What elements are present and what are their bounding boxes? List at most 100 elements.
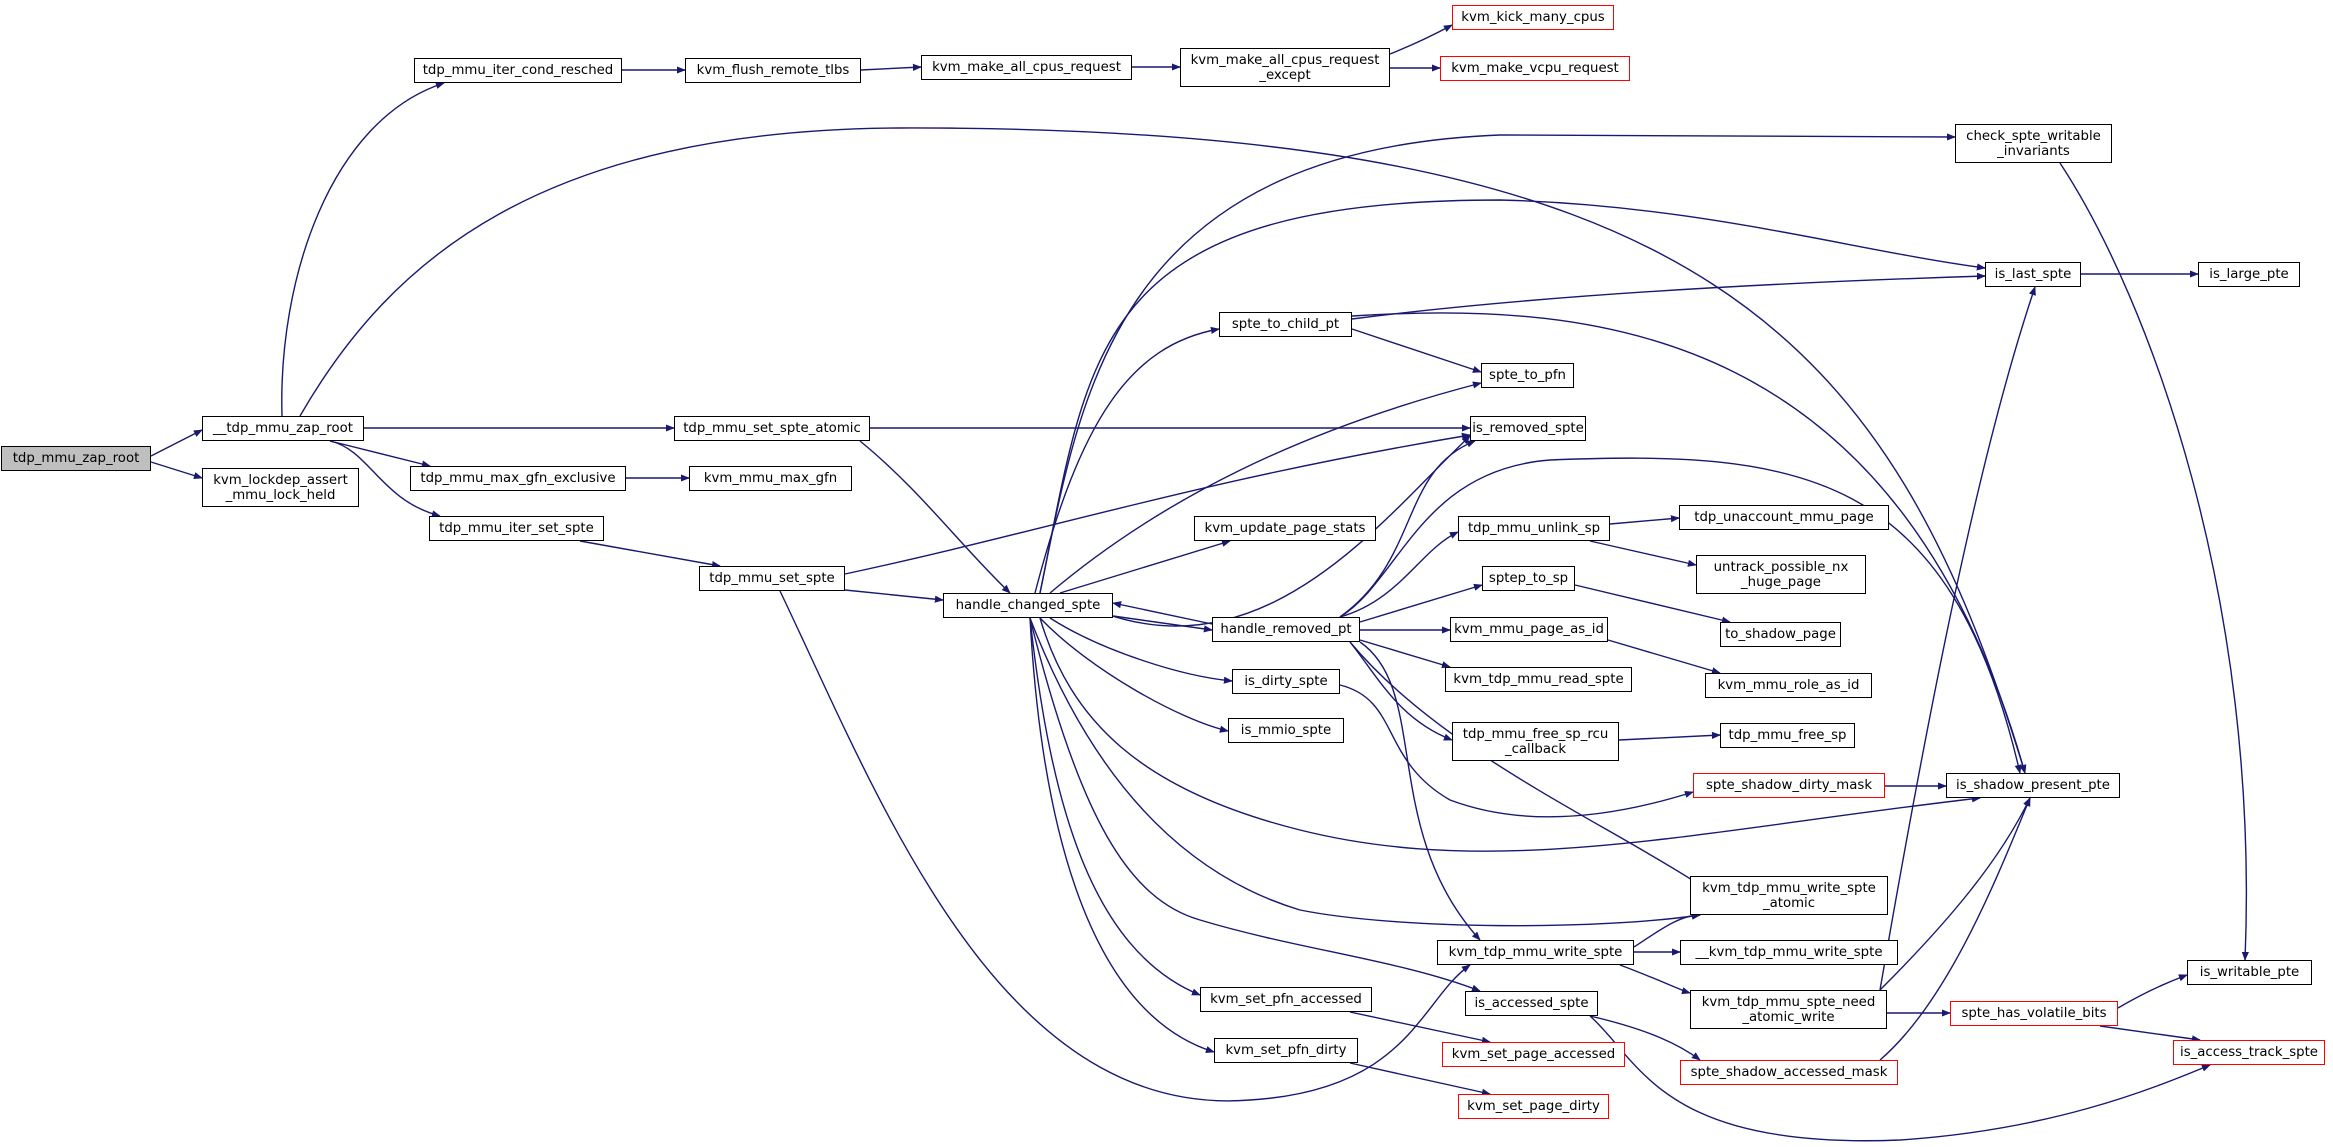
node-handle-removed-pt[interactable]: handle_removed_pt [1212,617,1360,642]
edge-n24-to-n37 [1029,617,1701,927]
node-spte-to-pfn[interactable]: spte_to_pfn [1481,363,1574,388]
edge-n23-to-n38 [779,590,1471,1102]
edge-n24-to-n12 [1034,326,1220,594]
edge-n14-to-n24 [859,440,1011,594]
node-tdp-mmu-unlink-sp[interactable]: tdp_mmu_unlink_sp [1458,516,1610,541]
edge-n27-to-n33 [1349,641,1453,741]
node-tdp-mmu-iter-cond-resched[interactable]: tdp_mmu_iter_cond_resched [414,58,622,83]
node-tdp-mmu-zap-root-internal[interactable]: __tdp_mmu_zap_root [202,416,364,441]
edge-n23-to-n24 [844,589,944,603]
node-is-dirty-spte[interactable]: is_dirty_spte [1232,669,1340,694]
edge-n24-to-n32 [1039,617,1229,733]
node-kvm-mmu-max-gfn[interactable]: kvm_mmu_max_gfn [689,466,852,491]
node-tdp-mmu-free-sp[interactable]: tdp_mmu_free_sp [1720,723,1855,748]
edge-n48-to-n36 [1879,797,2031,1061]
node-to-shadow-page[interactable]: to_shadow_page [1720,622,1841,647]
node-kvm-mmu-role-as-id[interactable]: kvm_mmu_role_as_id [1705,673,1872,698]
node-kvm-set-page-accessed[interactable]: kvm_set_page_accessed [1442,1042,1625,1067]
edge-n24-to-n27 [1112,615,1213,633]
node-kvm-lockdep-assert-mmu-lock-held[interactable]: kvm_lockdep_assert _mmu_lock_held [202,468,359,507]
node-is-shadow-present-pte[interactable]: is_shadow_present_pte [1946,773,2120,798]
node-is-large-pte[interactable]: is_large_pte [2198,262,2300,287]
edge-n27-to-n38 [1359,641,1481,941]
edge-n24-to-n42 [1029,617,1481,992]
edge-n1-to-n3 [281,82,445,417]
node-kvm-flush-remote-tlbs[interactable]: kvm_flush_remote_tlbs [685,58,861,83]
edge-n27-to-n25 [1359,583,1483,623]
edge-n4-to-n5 [860,63,922,72]
node-kvm-tdp-mmu-write-spte-internal[interactable]: __kvm_tdp_mmu_write_spte [1680,940,1898,965]
node-kvm-mmu-page-as-id[interactable]: kvm_mmu_page_as_id [1450,617,1608,642]
edge-n12-to-n13 [1351,328,1482,373]
edge-n24-to-n13 [1049,381,1482,594]
edge-n1-to-n18 [329,440,441,518]
edge-n38-to-n43 [1619,964,1691,995]
edge-n44-to-n46 [2099,1025,2201,1043]
node-tdp-mmu-max-gfn-exclusive[interactable]: tdp_mmu_max_gfn_exclusive [410,466,626,491]
edge-n23-to-n15 [844,432,1471,575]
node-is-last-spte[interactable]: is_last_spte [1985,262,2081,287]
edge-n24-to-n19 [1059,539,1231,594]
node-spte-to-child-pt[interactable]: spte_to_child_pt [1219,312,1352,337]
node-handle-changed-spte[interactable]: handle_changed_spte [943,593,1113,618]
node-kvm-tdp-mmu-write-spte-atomic[interactable]: kvm_tdp_mmu_write_spte _atomic [1690,876,1888,915]
node-is-access-track-spte[interactable]: is_access_track_spte [2173,1040,2325,1065]
node-is-mmio-spte[interactable]: is_mmio_spte [1228,718,1344,743]
node-kvm-set-pfn-accessed[interactable]: kvm_set_pfn_accessed [1200,987,1372,1012]
node-kvm-set-page-dirty[interactable]: kvm_set_page_dirty [1458,1094,1609,1119]
edge-n18-to-n23 [579,540,721,569]
edge-n38-to-n37 [1633,911,1701,948]
edge-n20-to-n21 [1609,515,1680,525]
edge-n43-to-n36 [1879,797,2031,991]
edge-n47-to-n49 [1349,1062,1491,1096]
node-spte-has-volatile-bits[interactable]: spte_has_volatile_bits [1950,1001,2118,1026]
edge-n42-to-n46 [1589,1015,2211,1142]
node-kvm-tdp-mmu-spte-need-atomic-write[interactable]: kvm_tdp_mmu_spte_need _atomic_write [1690,990,1887,1029]
node-spte-shadow-accessed-mask[interactable]: spte_shadow_accessed_mask [1680,1060,1898,1085]
node-tdp-mmu-set-spte[interactable]: tdp_mmu_set_spte [699,566,845,591]
edge-n28-to-n29 [1607,639,1721,675]
edge-n1-to-n36 [299,127,2027,774]
edge-n9-to-n40 [2059,162,2249,961]
node-kvm-tdp-mmu-write-spte[interactable]: kvm_tdp_mmu_write_spte [1437,940,1634,965]
edge-n27-to-n31 [1359,639,1451,669]
node-spte-shadow-dirty-mask[interactable]: spte_shadow_dirty_mask [1693,773,1885,798]
edge-n24-to-n47 [1029,617,1215,1054]
node-kvm-kick-many-cpus[interactable]: kvm_kick_many_cpus [1452,5,1614,30]
node-tdp-unaccount-mmu-page[interactable]: tdp_unaccount_mmu_page [1679,505,1889,530]
node-tdp-mmu-iter-set-spte[interactable]: tdp_mmu_iter_set_spte [429,516,604,541]
edge-n27-to-n20 [1339,531,1459,618]
edge-n33-to-n34 [1618,731,1721,741]
node-kvm-make-vcpu-request[interactable]: kvm_make_vcpu_request [1440,56,1630,81]
node-is-writable-pte[interactable]: is_writable_pte [2187,960,2312,985]
node-is-removed-spte[interactable]: is_removed_spte [1470,416,1586,441]
node-check-spte-writable-invariants[interactable]: check_spte_writable _invariants [1955,124,2112,163]
node-kvm-set-pfn-dirty[interactable]: kvm_set_pfn_dirty [1214,1038,1358,1063]
edge-n27-to-n37 [1349,641,1701,886]
edge-n24-to-n10 [1039,199,1986,594]
node-kvm-tdp-mmu-read-spte[interactable]: kvm_tdp_mmu_read_spte [1445,667,1632,692]
edge-n12-to-n36 [1351,312,2027,774]
node-kvm-make-all-cpus-request-except[interactable]: kvm_make_all_cpus_request _except [1180,48,1390,87]
edge-n0-to-n2 [150,461,203,480]
node-tdp-mmu-set-spte-atomic[interactable]: tdp_mmu_set_spte_atomic [674,416,870,441]
edge-n24-to-n15 [1059,435,1471,627]
node-tdp-mmu-free-sp-rcu-callback[interactable]: tdp_mmu_free_sp_rcu _callback [1452,722,1619,761]
edge-n24-to-n36 [1039,617,1981,852]
node-kvm-make-all-cpus-request[interactable]: kvm_make_all_cpus_request [921,55,1132,80]
edge-n0-to-n1 [150,429,203,457]
node-is-accessed-spte[interactable]: is_accessed_spte [1465,991,1598,1016]
edge-n24-to-n41 [1029,617,1201,996]
edge-n43-to-n10 [1879,286,2036,991]
edge-n30-to-n35 [1339,684,1694,818]
node-tdp-mmu-zap-root[interactable]: tdp_mmu_zap_root [1,446,151,471]
edge-n20-to-n22 [1589,540,1697,567]
node-untrack-possible-nx-huge-page[interactable]: untrack_possible_nx _huge_page [1696,555,1866,594]
edge-n42-to-n48 [1589,1015,1701,1061]
node-sptep-to-sp[interactable]: sptep_to_sp [1482,566,1575,591]
node-kvm-update-page-stats[interactable]: kvm_update_page_stats [1194,516,1376,541]
edge-n25-to-n26 [1574,584,1731,624]
edge-n24-to-n30 [1049,617,1233,684]
edge-n27-to-n36 [1339,457,2022,774]
